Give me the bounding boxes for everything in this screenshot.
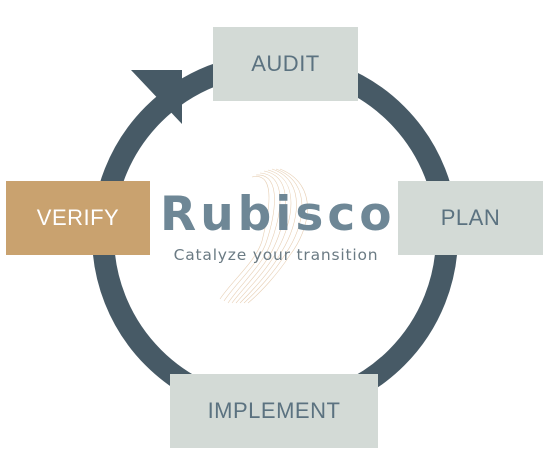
stage-verify-label: VERIFY — [36, 205, 120, 230]
stage-plan: PLAN — [398, 181, 543, 255]
brand-name: Rubisco — [160, 187, 396, 242]
logo: Rubisco Catalyze your transition — [160, 165, 392, 305]
cycle-arrow-head — [131, 70, 182, 124]
stage-implement: IMPLEMENT — [170, 374, 378, 448]
brand-tagline: Catalyze your transition — [173, 246, 379, 264]
stage-audit-label: AUDIT — [251, 51, 320, 76]
stage-implement-label: IMPLEMENT — [207, 398, 341, 423]
stage-plan-label: PLAN — [440, 205, 501, 230]
stage-audit: AUDIT — [213, 27, 358, 101]
wave-graphic — [219, 168, 308, 304]
stage-verify: VERIFY — [6, 181, 150, 255]
